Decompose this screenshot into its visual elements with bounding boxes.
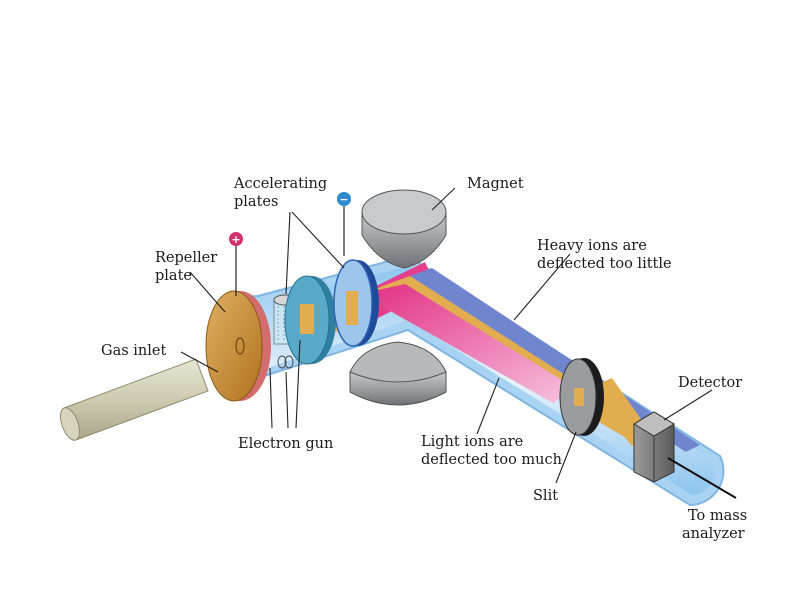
accelerating-plate-1 bbox=[284, 275, 336, 365]
label-gas-inlet: Gas inlet bbox=[101, 343, 166, 359]
negative-terminal: − bbox=[337, 192, 351, 256]
label-slit: Slit bbox=[533, 488, 558, 504]
label-heavy-ions-line2: deflected too little bbox=[537, 256, 672, 272]
slit-plate bbox=[559, 358, 604, 436]
beam-light-ions bbox=[360, 284, 575, 403]
positive-sign: + bbox=[231, 233, 240, 246]
label-detector: Detector bbox=[678, 375, 742, 391]
accelerating-plate-2 bbox=[333, 259, 379, 347]
label-accelerating-plates-line2: plates bbox=[234, 194, 278, 210]
label-magnet: Magnet bbox=[467, 176, 524, 192]
detector bbox=[633, 411, 737, 499]
label-heavy-ions-line1: Heavy ions are bbox=[537, 238, 647, 254]
leader-lines bbox=[180, 187, 713, 484]
labels: Accelerating plates Magnet Repeller plat… bbox=[101, 176, 747, 542]
gas-inlet-pipe bbox=[59, 358, 209, 441]
label-to-mass-analyzer-line2: analyzer bbox=[682, 526, 745, 542]
label-repeller-plate-line1: Repeller bbox=[155, 250, 217, 266]
analyzer-wire bbox=[667, 457, 737, 499]
repeller-plate bbox=[205, 290, 271, 402]
positive-terminal: + bbox=[229, 232, 243, 296]
label-light-ions-line1: Light ions are bbox=[421, 434, 523, 450]
magnet-top bbox=[361, 189, 447, 269]
label-light-ions-line2: deflected too much bbox=[421, 452, 562, 468]
label-to-mass-analyzer-line1: To mass bbox=[688, 508, 747, 524]
label-electron-gun: Electron gun bbox=[238, 436, 333, 452]
label-accelerating-plates-line1: Accelerating bbox=[233, 176, 327, 192]
magnet-bottom bbox=[349, 341, 447, 406]
label-repeller-plate-line2: plate bbox=[155, 268, 192, 284]
negative-sign: − bbox=[339, 193, 348, 206]
